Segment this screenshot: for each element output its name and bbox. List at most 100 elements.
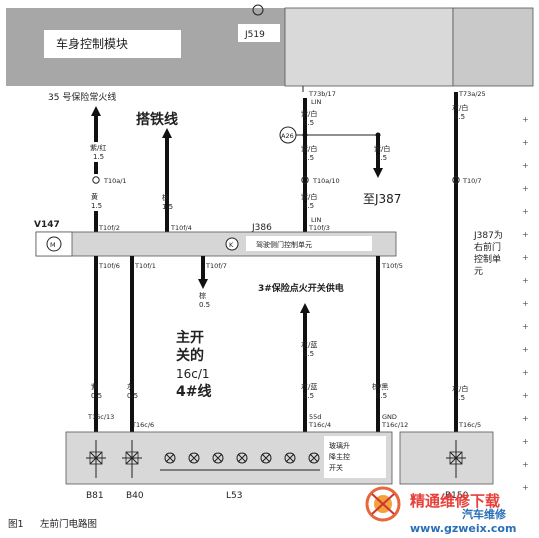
svg-text:+: +	[522, 483, 529, 492]
svg-text:+: +	[522, 207, 529, 216]
t10-7-pin-symbol	[452, 176, 460, 184]
wire-3-mid-color: 紫/白	[301, 144, 317, 153]
t10f2-label: T10f/2	[98, 224, 120, 232]
v147-label: V147	[34, 220, 60, 230]
right-door-note-4: 元	[474, 267, 483, 277]
t16c5-label: T16c/5	[458, 421, 481, 429]
t10f3-label: T10f/3	[308, 224, 330, 232]
wire-2-arrow	[162, 128, 172, 138]
watermark-main: 精通维修下载	[410, 492, 500, 510]
ground-wire-label: 搭铁线	[136, 111, 178, 128]
t10f7-label: T10f/7	[205, 262, 227, 270]
t16c6-label: T16c/6	[131, 421, 154, 429]
svg-text:+: +	[522, 253, 529, 262]
j519-label-box	[238, 24, 280, 42]
door-unit-label: 驾驶侧门控制单元	[256, 240, 312, 249]
lin-top-label: LIN	[311, 98, 322, 106]
svg-text:+: +	[522, 322, 529, 331]
wire-c3-size: 0.5	[199, 301, 210, 309]
t10-7-label: T10/7	[462, 177, 482, 185]
wire-5-top-size: 0.5	[454, 113, 465, 121]
svg-text:+: +	[522, 414, 529, 423]
right-door-note-2: 右前门	[474, 241, 501, 253]
svg-text:+: +	[522, 437, 529, 446]
j519-label: J519	[244, 30, 265, 40]
to-j387-label: 至J387	[363, 192, 401, 206]
wire-c4-mid-size: 0.5	[303, 350, 314, 358]
wire-4-color: 紫/白	[374, 144, 390, 153]
k-symbol-label: K	[229, 241, 234, 249]
j386-label: J386	[251, 223, 272, 233]
gnd-label: GND	[382, 413, 397, 421]
k-symbol	[225, 237, 239, 251]
door-unit-label-box	[246, 236, 372, 251]
right-door-note-1: J387为	[473, 229, 503, 241]
wire-c1-color: 紫	[91, 383, 98, 391]
svg-text:+: +	[522, 161, 529, 170]
junction-dot-left	[302, 132, 308, 138]
wire-3-mid-size: 0.5	[303, 154, 314, 162]
motor-box	[35, 231, 73, 257]
wire-c5-size: 0.5	[376, 392, 387, 400]
lin-bottom-label: LIN	[311, 216, 322, 224]
t16c12-label: T16c/12	[381, 421, 408, 429]
main-switch-line4: 4#线	[176, 383, 211, 400]
fuse3-feed-label: 3#保险点火开关供电	[258, 282, 344, 294]
wire-c4-low-size: 0.5	[303, 392, 314, 400]
svg-text:+: +	[522, 345, 529, 354]
s5d-label: 55d	[309, 413, 321, 421]
wire-5-low-size: 0.5	[454, 394, 465, 402]
svg-text:+: +	[522, 138, 529, 147]
svg-text:+: +	[522, 299, 529, 308]
wire-c2-size: 0.5	[127, 392, 138, 400]
wire-5-low-color: 灰/白	[452, 384, 468, 393]
fuse35-label: 35 号保险常火线	[48, 91, 116, 103]
svg-text:+: +	[522, 276, 529, 285]
watermark-sub: 汽车维修	[462, 507, 507, 521]
figure-caption: 左前门电路图	[40, 518, 97, 530]
window-switch-line3: 开关	[329, 463, 343, 472]
b150-label: B150	[445, 491, 469, 501]
t10a1-pin-symbol	[92, 176, 100, 184]
wire-c4-arrow	[300, 303, 310, 313]
svg-text:+: +	[522, 391, 529, 400]
wire-4-size: 0.5	[376, 154, 387, 162]
svg-text:+: +	[522, 460, 529, 469]
b40-connector	[122, 440, 142, 478]
b40-label: B40	[126, 491, 144, 501]
window-switch-line1: 玻璃升	[329, 441, 350, 450]
l53-label: L53	[226, 491, 242, 501]
wire-1-top-color: 紫/红	[90, 143, 106, 152]
t73b17-label: T73b/17	[308, 90, 336, 98]
motor-symbol	[46, 236, 62, 252]
svg-text:+: +	[522, 368, 529, 377]
main-switch-line2: 关的	[176, 347, 204, 364]
wire-4-arrow	[373, 168, 383, 178]
main-switch-line3: 16c/1	[176, 367, 210, 381]
svg-text:+: +	[522, 230, 529, 239]
motor-m-label: M	[50, 241, 56, 249]
body-module-label: 车身控制模块	[56, 36, 128, 51]
watermark-logo	[365, 486, 401, 522]
wire-c5-color: 棕/黑	[372, 382, 388, 391]
t10a1-label: T10a/1	[103, 177, 127, 185]
wire-c2-color: 灰	[127, 382, 134, 391]
t10a10-pin-symbol	[301, 176, 309, 184]
window-switch-label-box	[324, 436, 386, 478]
t10f4-label: T10f/4	[170, 224, 192, 232]
t73a25-label: T73a/25	[458, 90, 486, 98]
wire-3-low-size: 0.5	[303, 202, 314, 210]
wire-c1-size: 0.5	[91, 392, 102, 400]
body-module-right-panel	[452, 7, 534, 87]
figure-number: 图1	[8, 519, 24, 530]
watermark-url: www.gzweix.com	[410, 522, 516, 535]
wire-c3-color: 棕	[199, 291, 206, 300]
wire-c4-mid-color: 灰/蓝	[301, 340, 317, 349]
window-switch-line2: 降主控	[329, 452, 350, 461]
wire-3-low-color: 紫/白	[301, 192, 317, 201]
t16c4-label: T16c/4	[308, 421, 331, 429]
wire-1-low-color: 黄	[91, 192, 98, 201]
l53-lamps	[160, 452, 320, 471]
t16c13-label: T16c/13	[87, 413, 114, 421]
